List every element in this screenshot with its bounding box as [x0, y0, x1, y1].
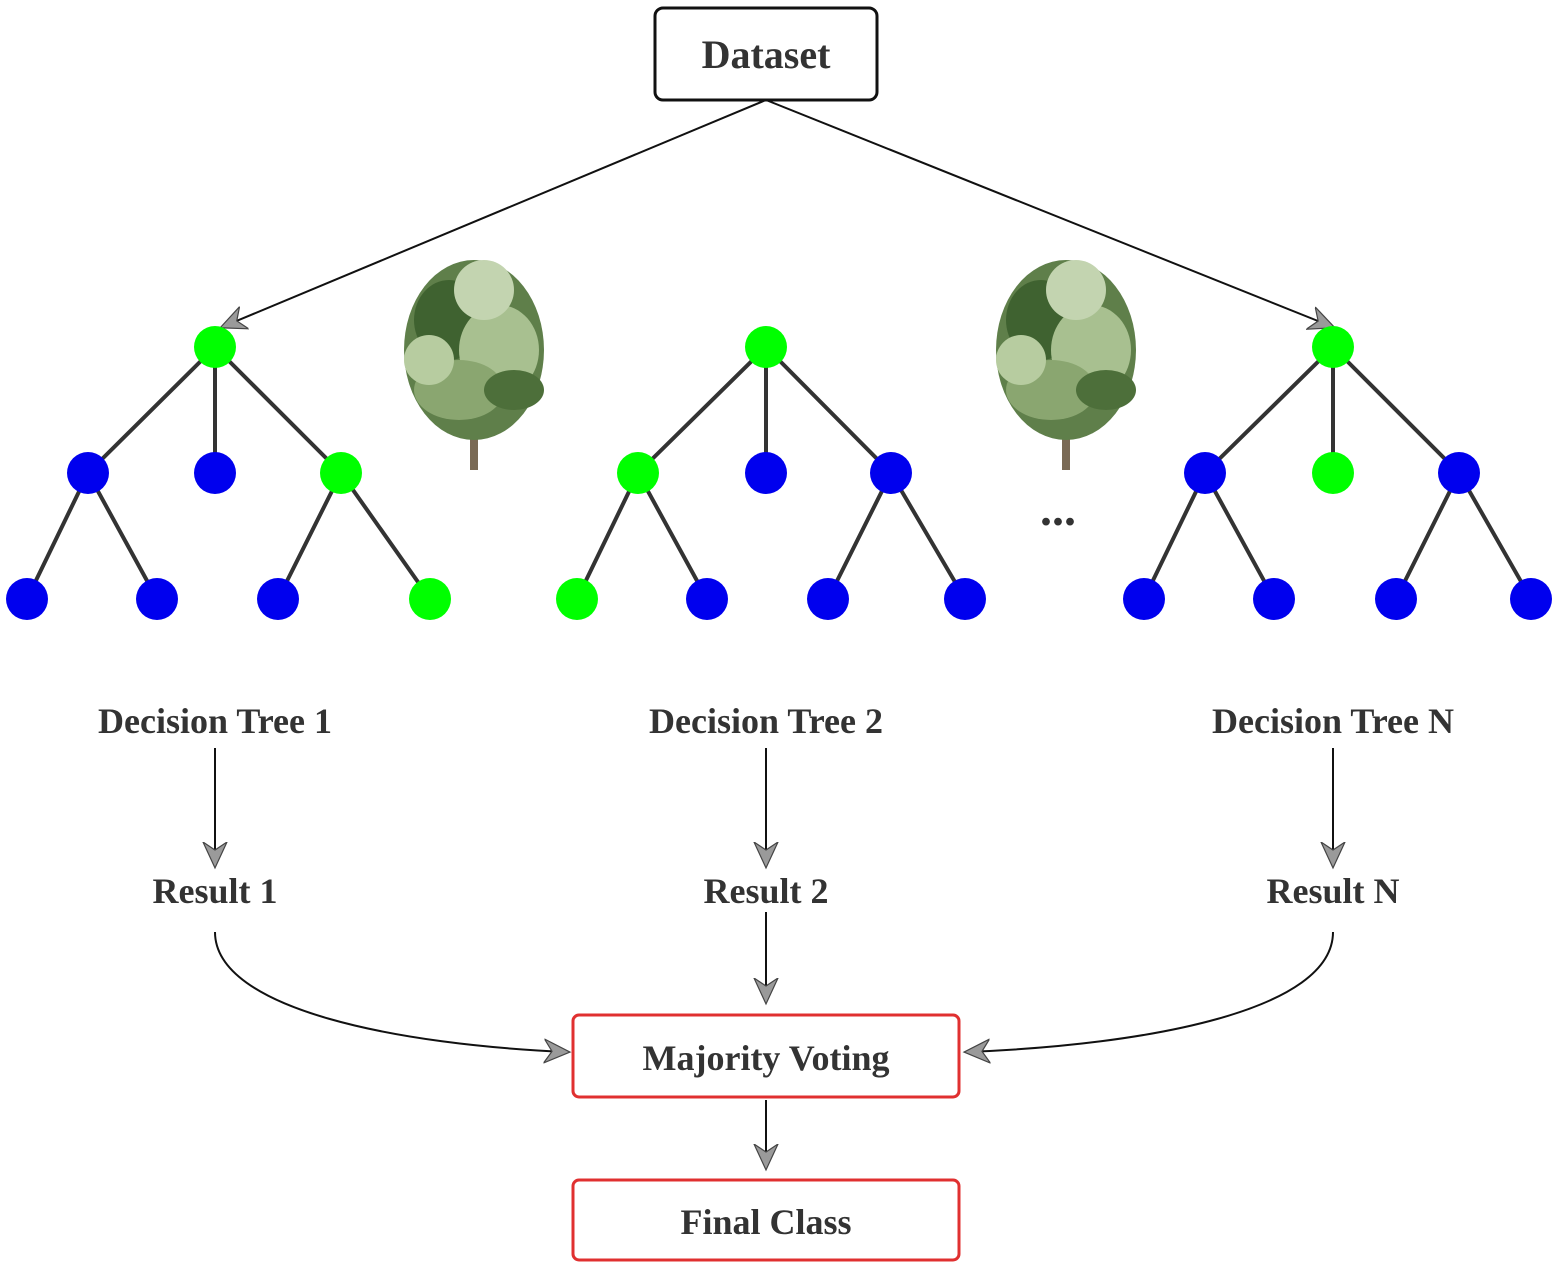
final-class-box: Final Class — [571, 1178, 961, 1262]
tree-label-2: Decision Tree 2 — [649, 701, 883, 741]
result1-to-majority-arrow — [214, 931, 568, 1052]
dataset-to-treeN-arrow — [765, 99, 1333, 327]
resultN-to-majority-arrow — [966, 931, 1334, 1052]
tree-node-blue — [807, 578, 849, 620]
tree-node-green — [409, 578, 451, 620]
tree-edge — [764, 345, 893, 475]
tree-node-blue — [1123, 578, 1165, 620]
tree-nodes — [6, 326, 1552, 620]
dataset-label: Dataset — [702, 32, 832, 77]
tree-node-blue — [136, 578, 178, 620]
tree-node-blue — [1510, 578, 1552, 620]
tree-node-blue — [257, 578, 299, 620]
ellipsis-text: ... — [1040, 483, 1076, 536]
tree-edge — [86, 345, 217, 475]
tree-edge — [339, 471, 432, 601]
tree-edge — [1203, 345, 1335, 475]
majority-voting-box: Majority Voting — [571, 1013, 961, 1099]
tree-edge — [636, 345, 768, 475]
tree-node-blue — [944, 578, 986, 620]
majority-voting-label: Majority Voting — [643, 1038, 890, 1078]
result-label-N: Result N — [1267, 871, 1400, 911]
tree-node-blue — [67, 452, 109, 494]
tree-edge — [86, 471, 159, 601]
tree-icon — [404, 260, 544, 470]
tree-edge — [1331, 345, 1461, 475]
tree-node-green — [194, 326, 236, 368]
tree-node-blue — [194, 452, 236, 494]
tree-edge — [1394, 471, 1461, 601]
tree-node-green — [556, 578, 598, 620]
tree-edge — [575, 471, 640, 601]
tree-node-blue — [1438, 452, 1480, 494]
result-label-2: Result 2 — [704, 871, 829, 911]
tree-node-blue — [686, 578, 728, 620]
tree-edge — [1203, 471, 1276, 601]
dataset-to-tree1-arrow — [222, 99, 767, 327]
tree-edge — [826, 471, 893, 601]
tree-edge — [636, 471, 709, 601]
tree-node-blue — [1253, 578, 1295, 620]
tree-node-blue — [6, 578, 48, 620]
final-class-label: Final Class — [680, 1202, 851, 1242]
tree-node-blue — [1375, 578, 1417, 620]
tree-edge — [276, 471, 343, 601]
dataset-box: Dataset — [653, 6, 879, 102]
tree-label-1: Decision Tree 1 — [98, 701, 332, 741]
tree-node-blue — [870, 452, 912, 494]
tree-edge — [1142, 471, 1207, 601]
tree-edge — [889, 471, 967, 601]
tree-edge — [213, 345, 343, 475]
tree-node-green — [320, 452, 362, 494]
tree-icon — [996, 260, 1136, 470]
tree-node-blue — [745, 452, 787, 494]
tree-label-N: Decision Tree N — [1212, 701, 1454, 741]
tree-edge — [1457, 471, 1533, 601]
tree-node-green — [1312, 452, 1354, 494]
result-label-1: Result 1 — [153, 871, 278, 911]
tree-node-green — [745, 326, 787, 368]
tree-node-blue — [1184, 452, 1226, 494]
tree-edge — [25, 471, 90, 601]
tree-node-green — [1312, 326, 1354, 368]
tree-node-green — [617, 452, 659, 494]
